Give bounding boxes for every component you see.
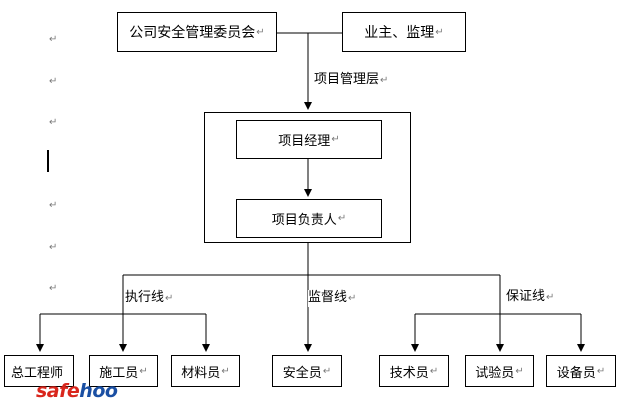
owner-supervisor-label: 业主、监理 [364,25,435,41]
equipment-officer-label: 设备员 [556,365,596,381]
committee-box[interactable]: 公司安全管理委员会↵ [117,12,277,52]
paragraph-mark: ↵ [256,26,265,38]
paragraph-mark: ↵ [49,117,58,128]
paragraph-mark: ↵ [49,242,58,253]
management-layer-label: 项目管理层↵ [314,72,389,89]
paragraph-mark: ↵ [348,293,357,304]
paragraph-mark: ↵ [429,365,439,377]
supervision-line-text: 监督线 [308,290,348,305]
safety-officer-box[interactable]: 安全员↵ [272,355,342,387]
general-worker-box[interactable]: 总工程师 [4,355,74,387]
watermark-part-safe: safe [36,380,80,402]
execution-line-label: 执行线↵ [125,290,174,307]
watermark-part-hoo: hoo [79,380,118,402]
text-cursor [47,150,49,172]
paragraph-mark: ↵ [546,292,555,303]
project-leader-label: 项目负责人 [271,213,337,228]
paragraph-mark: ↵ [221,365,230,377]
technician-box[interactable]: 技术员↵ [379,355,449,387]
technician-label: 技术员 [389,365,429,381]
project-leader-box[interactable]: 项目负责人↵ [236,199,382,238]
paragraph-mark: ↵ [139,365,148,377]
equipment-officer-box[interactable]: 设备员↵ [546,355,616,387]
tester-label: 试验员 [475,365,515,381]
paragraph-mark: ↵ [337,213,347,224]
paragraph-mark: ↵ [380,75,389,86]
guarantee-line-text: 保证线 [506,289,546,304]
paragraph-mark: ↵ [165,293,174,304]
supervision-line-label: 监督线↵ [308,290,357,307]
paragraph-mark: ↵ [49,76,58,87]
paragraph-mark: ↵ [331,134,340,145]
paragraph-mark: ↵ [49,283,58,294]
safety-officer-label: 安全员 [282,365,322,381]
paragraph-mark: ↵ [49,34,58,45]
paragraph-mark: ↵ [596,365,606,377]
material-clerk-label: 材料员 [181,365,221,381]
material-clerk-box[interactable]: 材料员↵ [171,355,240,387]
paragraph-mark: ↵ [435,26,444,38]
safehoo-watermark-logo: safehoo [36,380,118,402]
paragraph-mark: ↵ [515,365,524,377]
paragraph-mark: ↵ [322,365,332,377]
committee-label: 公司安全管理委员会 [129,25,256,41]
project-manager-box[interactable]: 项目经理↵ [236,120,382,159]
owner-supervisor-box[interactable]: 业主、监理↵ [342,12,466,52]
project-manager-label: 项目经理 [278,134,331,149]
construction-worker-label: 施工员 [99,365,139,381]
tester-box[interactable]: 试验员↵ [465,355,534,387]
management-layer-text: 项目管理层 [314,72,380,87]
guarantee-line-label: 保证线↵ [506,289,555,306]
management-group-box [204,112,411,243]
construction-worker-box[interactable]: 施工员↵ [89,355,158,387]
execution-line-text: 执行线 [125,290,165,305]
paragraph-mark: ↵ [49,200,58,211]
general-worker-label: 总工程师 [11,365,64,381]
